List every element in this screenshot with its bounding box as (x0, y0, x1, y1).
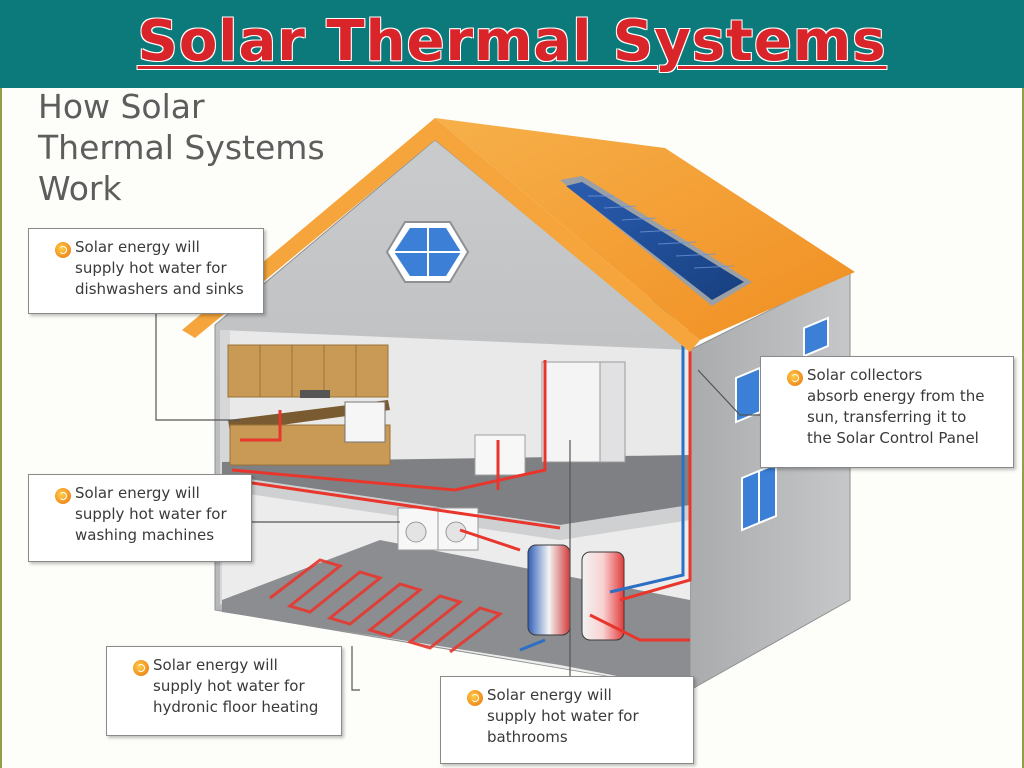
water-tank-red (581, 551, 625, 641)
callout-solar-collectors: Solar collectors absorb energy from the … (760, 356, 1014, 468)
ground-floor (222, 540, 690, 690)
solar-bullet-icon (55, 488, 71, 504)
bath-sink (474, 434, 526, 476)
floor-heating-loops (269, 558, 504, 654)
callout-bathrooms: Solar energy will supply hot water for b… (440, 676, 694, 764)
water-tank-blue (527, 544, 571, 636)
upper-cabinets (227, 344, 389, 398)
callout-washing-machines: Solar energy will supply hot water for w… (28, 474, 252, 562)
leader-lines (155, 312, 760, 691)
title-bar: Solar Thermal Systems (0, 0, 1024, 88)
hexagon-window-icon (385, 221, 470, 283)
solar-bullet-icon (133, 660, 149, 676)
solar-bullet-icon (787, 370, 803, 386)
floor-slab (222, 475, 690, 540)
side-window-bottom (741, 462, 777, 532)
side-window-top (803, 316, 829, 358)
callout-dishwashers-sinks: Solar energy will supply hot water for d… (28, 228, 264, 314)
hot-water-pipes (231, 183, 692, 642)
solar-bullet-icon (55, 242, 71, 258)
oven (344, 401, 386, 443)
slide-title: Solar Thermal Systems (137, 9, 887, 74)
solar-bullet-icon (467, 690, 483, 706)
callout-floor-heating: Solar energy will supply hot water for h… (106, 646, 342, 736)
solar-collector-icon (560, 176, 752, 306)
diagram-heading: How Solar Thermal Systems Work (38, 87, 325, 208)
